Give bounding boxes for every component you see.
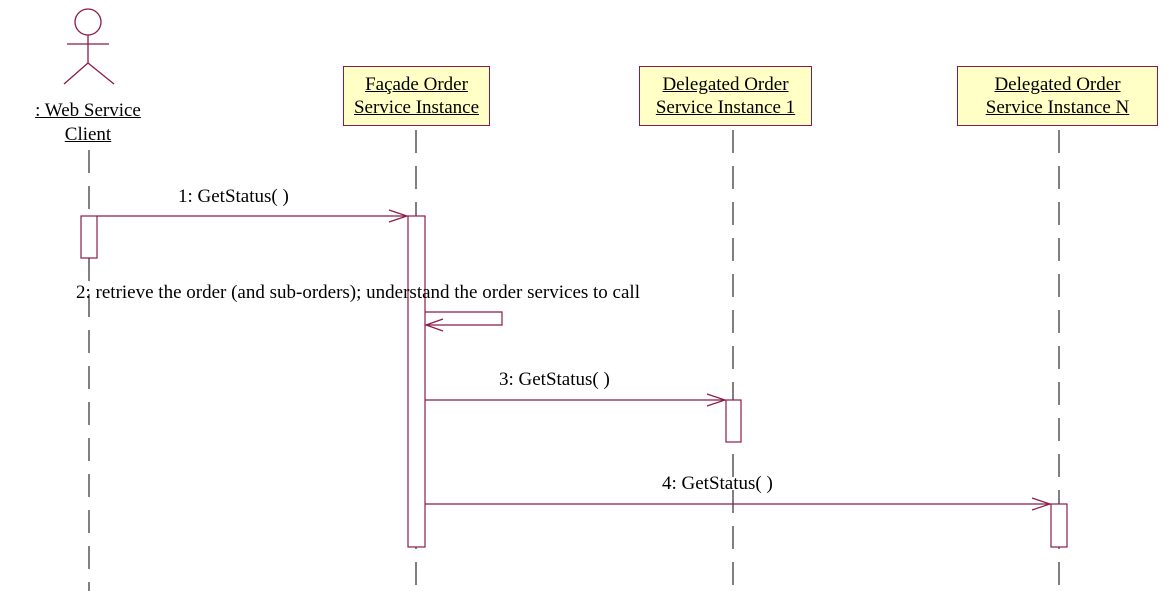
object-delegatedN-line2: Service Instance N — [985, 97, 1130, 118]
object-facade-line1: Façade Order — [365, 74, 468, 95]
object-facade-line2: Service Instance — [353, 97, 480, 118]
activation-facade — [407, 215, 426, 548]
object-delegated1-line1: Delegated Order — [662, 74, 789, 95]
message-3-label: 3: GetStatus( ) — [499, 369, 610, 390]
message-2-label: 2: retrieve the order (and sub-orders); … — [76, 282, 640, 303]
message-2-self-arrow — [424, 311, 503, 332]
actor-web-service-client: : Web Service Client — [2, 99, 174, 147]
actor-icon — [63, 8, 115, 85]
activation-client — [80, 215, 98, 259]
message-1-label: 1: GetStatus( ) — [178, 186, 289, 207]
object-delegated1-line2: Service Instance 1 — [655, 97, 796, 118]
activation-delegated-n — [1050, 503, 1068, 548]
object-facade-order-service: Façade Order Service Instance — [343, 66, 490, 126]
message-1-arrow — [97, 209, 409, 223]
message-4-label: 4: GetStatus( ) — [662, 473, 773, 494]
actor-label-line1: : Web Service — [35, 100, 141, 121]
object-delegated-order-service-n: Delegated Order Service Instance N — [957, 66, 1158, 126]
message-3-arrow — [425, 393, 727, 407]
activation-delegated-1 — [725, 399, 742, 443]
object-delegated-order-service-1: Delegated Order Service Instance 1 — [639, 66, 812, 126]
actor-label-line2: Client — [64, 124, 112, 145]
message-4-arrow — [425, 497, 1052, 511]
object-delegatedN-line1: Delegated Order — [994, 74, 1121, 95]
